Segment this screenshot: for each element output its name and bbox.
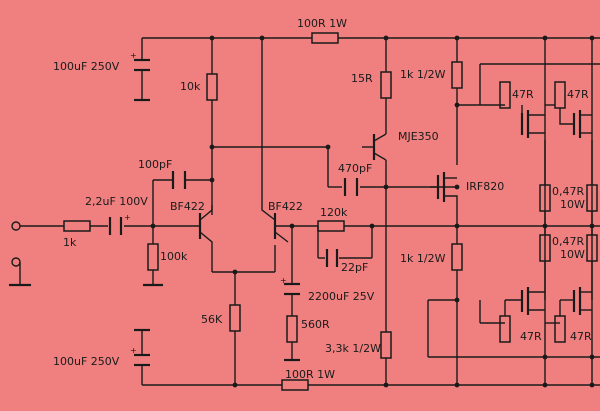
label-c-22pf: 22pF bbox=[341, 261, 368, 274]
label-r-100k: 100k bbox=[160, 250, 188, 263]
label-r-120k: 120k bbox=[320, 206, 348, 219]
label-r-10k: 10k bbox=[180, 80, 201, 93]
mosfet-irf820 bbox=[430, 172, 458, 226]
capacitor-100pf bbox=[171, 171, 187, 189]
label-r-input-1k: 1k bbox=[63, 236, 77, 249]
polarity-mark-bottom: + bbox=[130, 346, 137, 355]
label-r-47r-top-left: 47R bbox=[512, 88, 534, 101]
resistor-047r-bottom-left bbox=[539, 234, 551, 262]
label-r-10w-top: 10W bbox=[560, 198, 585, 211]
resistor-47r-bottom-left bbox=[499, 315, 511, 343]
label-r-47r-bottom-right: 47R bbox=[570, 330, 592, 343]
resistor-1k-half-w-bottom bbox=[451, 243, 463, 271]
capacitor-22pf bbox=[325, 249, 339, 267]
label-r-10w-bottom: 10W bbox=[560, 248, 585, 261]
polarity-mark-top: + bbox=[130, 51, 137, 60]
label-r-47r-top-right: 47R bbox=[567, 88, 589, 101]
label-q-mje350: MJE350 bbox=[398, 130, 439, 143]
label-r-3k3: 3,3k 1/2W bbox=[325, 342, 381, 355]
label-r-560r: 560R bbox=[301, 318, 330, 331]
mosfet-output-bottom-right bbox=[559, 287, 592, 316]
label-r-56k: 56K bbox=[201, 313, 223, 326]
resistor-120k bbox=[317, 220, 345, 232]
mosfet-output-bottom-left bbox=[504, 287, 545, 316]
junction-dots bbox=[150, 35, 595, 388]
capacitor-input bbox=[108, 217, 123, 235]
label-c-470pf: 470pF bbox=[338, 162, 372, 175]
resistor-560r bbox=[286, 315, 298, 343]
resistor-047r-bottom-right bbox=[586, 234, 598, 262]
resistor-15r bbox=[380, 71, 392, 99]
input-terminal bbox=[11, 221, 21, 231]
label-q-bf422-right: BF422 bbox=[268, 200, 303, 213]
label-r-1k-half-w-bottom: 1k 1/2W bbox=[400, 252, 446, 265]
resistor-1k-half-w-top bbox=[451, 61, 463, 89]
capacitor-supply-top bbox=[134, 52, 150, 78]
resistor-047r-top-left bbox=[539, 184, 551, 212]
resistor-47r-top-right bbox=[554, 81, 566, 109]
label-c-100pf: 100pF bbox=[138, 158, 172, 171]
mosfet-output-top-left bbox=[520, 110, 545, 138]
label-r-047-bottom: 0,47R bbox=[552, 235, 584, 248]
label-r-047-top: 0,47R bbox=[552, 185, 584, 198]
label-q-bf422-left: BF422 bbox=[170, 200, 205, 213]
polarity-mark-2200uf: + bbox=[280, 276, 287, 285]
resistor-47r-top-left bbox=[499, 81, 511, 109]
label-c-2200uf: 2200uF 25V bbox=[308, 290, 375, 303]
resistor-100r-1w-bottom bbox=[281, 379, 309, 391]
transistor-bf422-left bbox=[198, 205, 213, 245]
resistor-10k bbox=[206, 73, 218, 101]
transistor-mje350 bbox=[362, 133, 387, 161]
resistor-100k bbox=[147, 243, 159, 271]
resistor-47r-bottom-right bbox=[554, 315, 566, 343]
polarity-mark-input: + bbox=[124, 213, 131, 222]
resistor-056k bbox=[229, 304, 241, 332]
capacitor-supply-bottom bbox=[134, 345, 150, 372]
capacitor-470pf bbox=[343, 178, 359, 196]
transistor-bf422-right bbox=[261, 205, 292, 243]
ground-terminal bbox=[11, 257, 21, 267]
mosfet-output-top-right bbox=[559, 108, 592, 138]
label-q-irf820: IRF820 bbox=[466, 180, 504, 193]
resistor-3k3 bbox=[380, 331, 392, 359]
resistor-047r-top-right bbox=[586, 184, 598, 212]
resistor-input-1k bbox=[63, 220, 91, 232]
label-c-input: 2,2uF 100V bbox=[85, 195, 148, 208]
label-c-supply-bottom: 100uF 250V bbox=[53, 355, 120, 368]
label-c-supply-top: 100uF 250V bbox=[53, 60, 120, 73]
resistor-100r-1w-top bbox=[311, 32, 339, 44]
label-r-fb-bottom: 100R 1W bbox=[285, 368, 335, 381]
label-r-15r: 15R bbox=[351, 72, 373, 85]
label-r-1k-half-w-top: 1k 1/2W bbox=[400, 68, 446, 81]
capacitor-2200uf bbox=[284, 280, 300, 300]
label-r-47r-bottom-left: 47R bbox=[520, 330, 542, 343]
label-r-fb-top: 100R 1W bbox=[297, 17, 347, 30]
